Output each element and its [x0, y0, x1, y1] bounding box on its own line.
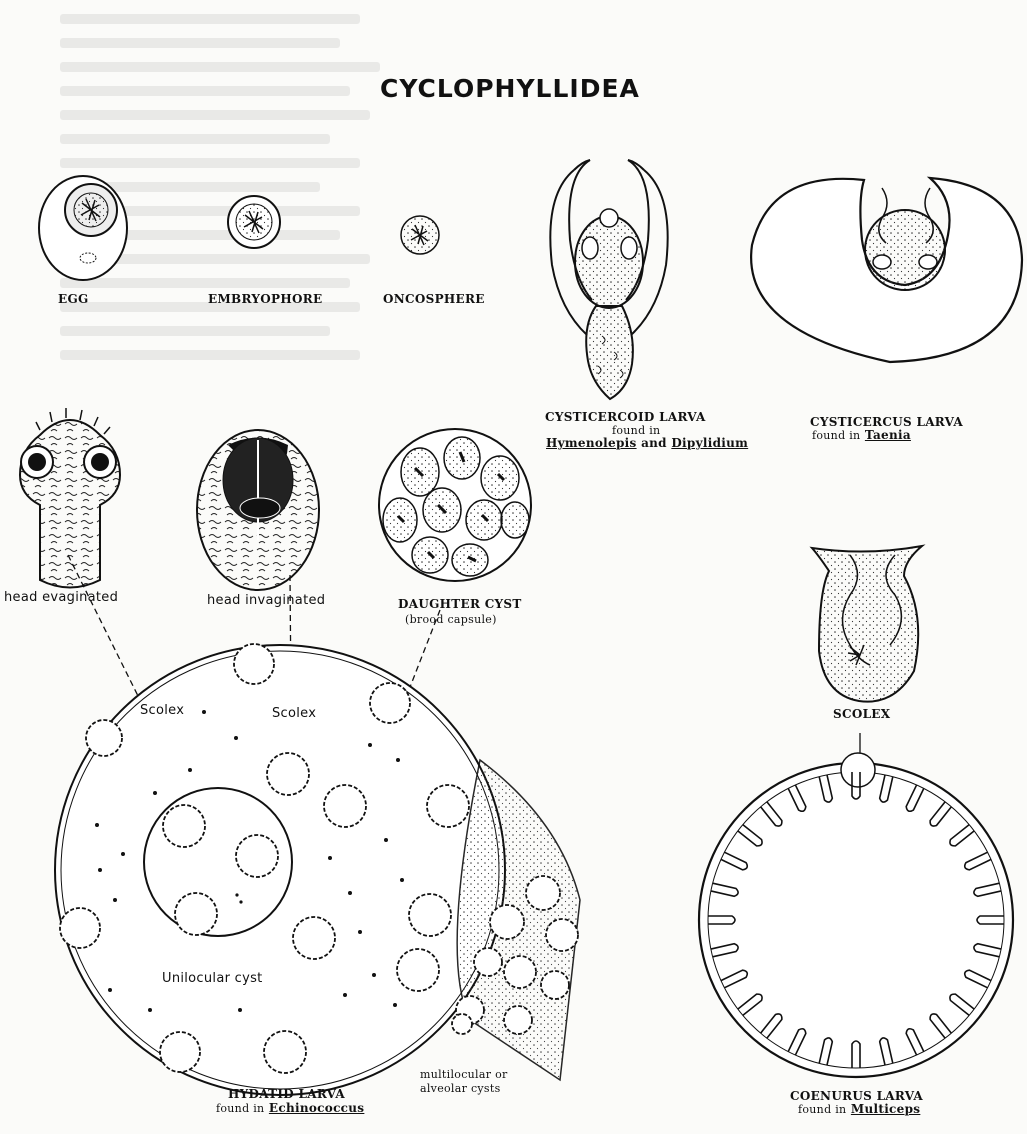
oncosphere-label: ONCOSPHERE [383, 293, 485, 306]
cysticercus-drawing [751, 178, 1022, 362]
cysticercus-found-in: found in [812, 429, 860, 442]
host-hymenolepis: Hymenolepis [546, 436, 637, 450]
host-multiceps: Multiceps [851, 1102, 920, 1116]
cysticercoid-label: CYSTICERCOID LARVA [545, 411, 706, 424]
host-echinococcus: Echinococcus [269, 1101, 364, 1115]
scolex-label-mid: Scolex [272, 707, 316, 720]
head-evaginated-drawing [20, 408, 120, 588]
coenurus-drawing [699, 753, 1013, 1077]
head-invaginated-drawing [197, 430, 319, 590]
egg-label: EGG [58, 293, 89, 306]
coenurus-scolex-drawing [812, 546, 922, 757]
hydatid-found-in: found in [216, 1102, 264, 1115]
oncosphere-drawing [401, 216, 439, 254]
daughter-cyst-label: DAUGHTER CYST [398, 598, 522, 611]
embryophore-label: EMBRYOPHORE [208, 293, 322, 306]
brood-capsule-label: (brood capsule) [405, 613, 497, 626]
scolex-label-left: Scolex [140, 704, 184, 717]
cysticercoid-drawing [550, 160, 667, 399]
multilocular-label-2: alveolar cysts [420, 1082, 501, 1095]
coenurus-scolex-label: SCOLEX [833, 708, 890, 721]
unilocular-cyst-label: Unilocular cyst [162, 972, 263, 985]
egg-drawing [39, 176, 127, 280]
multilocular-label-1: multilocular or [420, 1068, 508, 1081]
hydatid-hosts: found in Echinococcus [216, 1102, 364, 1115]
head-evaginated-label: head evaginated [4, 591, 118, 604]
coenurus-found-in: found in [798, 1103, 846, 1116]
daughter-cyst-drawing [379, 429, 531, 581]
host-taenia: Taenia [865, 428, 911, 442]
host-dipylidium: Dipylidium [671, 436, 748, 450]
cysticercus-hosts: found in Taenia [812, 429, 911, 442]
hydatid-label: HYDATID LARVA [228, 1088, 345, 1101]
cysticercoid-hosts: Hymenolepis and Dipylidium [546, 437, 748, 450]
hydatid-drawing [55, 644, 580, 1095]
embryophore-drawing [228, 196, 280, 248]
head-invaginated-label: head invaginated [207, 594, 325, 607]
coenurus-hosts: found in Multiceps [798, 1103, 920, 1116]
host-and: and [641, 436, 667, 450]
